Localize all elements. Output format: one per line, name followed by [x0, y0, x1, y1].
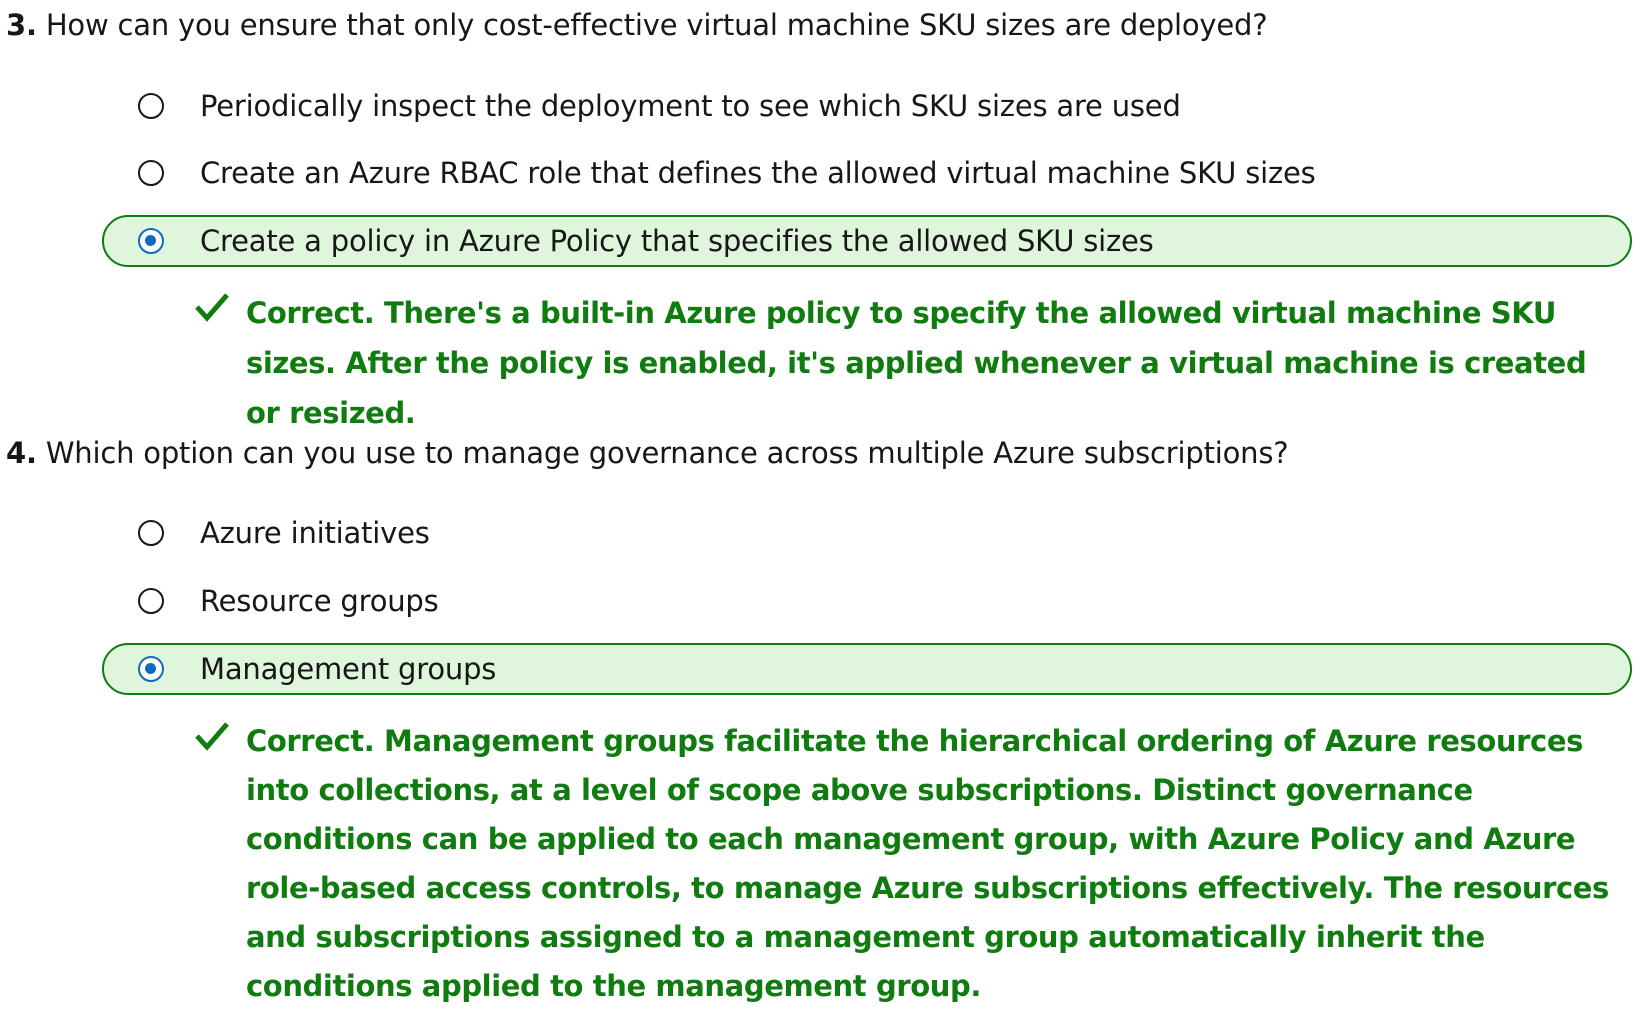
question-number: 4.: [6, 436, 37, 470]
option-label: Create a policy in Azure Policy that spe…: [200, 224, 1154, 258]
question-title: 3. How can you ensure that only cost-eff…: [6, 5, 1268, 45]
question-text: How can you ensure that only cost-effect…: [45, 8, 1268, 42]
radio-button-icon[interactable]: [138, 520, 164, 546]
option-label: Resource groups: [200, 584, 439, 618]
radio-button-selected-icon[interactable]: [138, 656, 164, 682]
question-text: Which option can you use to manage gover…: [45, 436, 1289, 470]
feedback-text: Correct. There's a built-in Azure policy…: [246, 296, 1587, 430]
option-label: Create an Azure RBAC role that defines t…: [200, 156, 1316, 190]
feedback-text: Correct. Management groups facilitate th…: [246, 724, 1609, 1003]
question-title: 4. Which option can you use to manage go…: [6, 433, 1289, 473]
option-resource-groups[interactable]: Resource groups: [102, 575, 1632, 627]
radio-button-icon[interactable]: [138, 588, 164, 614]
option-azure-policy[interactable]: Create a policy in Azure Policy that spe…: [102, 215, 1632, 267]
radio-dot-icon: [145, 663, 156, 674]
question-number: 3.: [6, 8, 37, 42]
option-periodically-inspect[interactable]: Periodically inspect the deployment to s…: [102, 80, 1632, 132]
option-label: Management groups: [200, 652, 497, 686]
radio-dot-icon: [145, 235, 156, 246]
radio-button-selected-icon[interactable]: [138, 228, 164, 254]
option-label: Periodically inspect the deployment to s…: [200, 89, 1181, 123]
checkmark-icon: [195, 293, 229, 322]
radio-button-icon[interactable]: [138, 160, 164, 186]
option-management-groups[interactable]: Management groups: [102, 643, 1632, 695]
option-azure-rbac-role[interactable]: Create an Azure RBAC role that defines t…: [102, 147, 1632, 199]
option-label: Azure initiatives: [200, 516, 430, 550]
option-azure-initiatives[interactable]: Azure initiatives: [102, 507, 1632, 559]
radio-button-icon[interactable]: [138, 93, 164, 119]
checkmark-icon: [195, 722, 229, 751]
